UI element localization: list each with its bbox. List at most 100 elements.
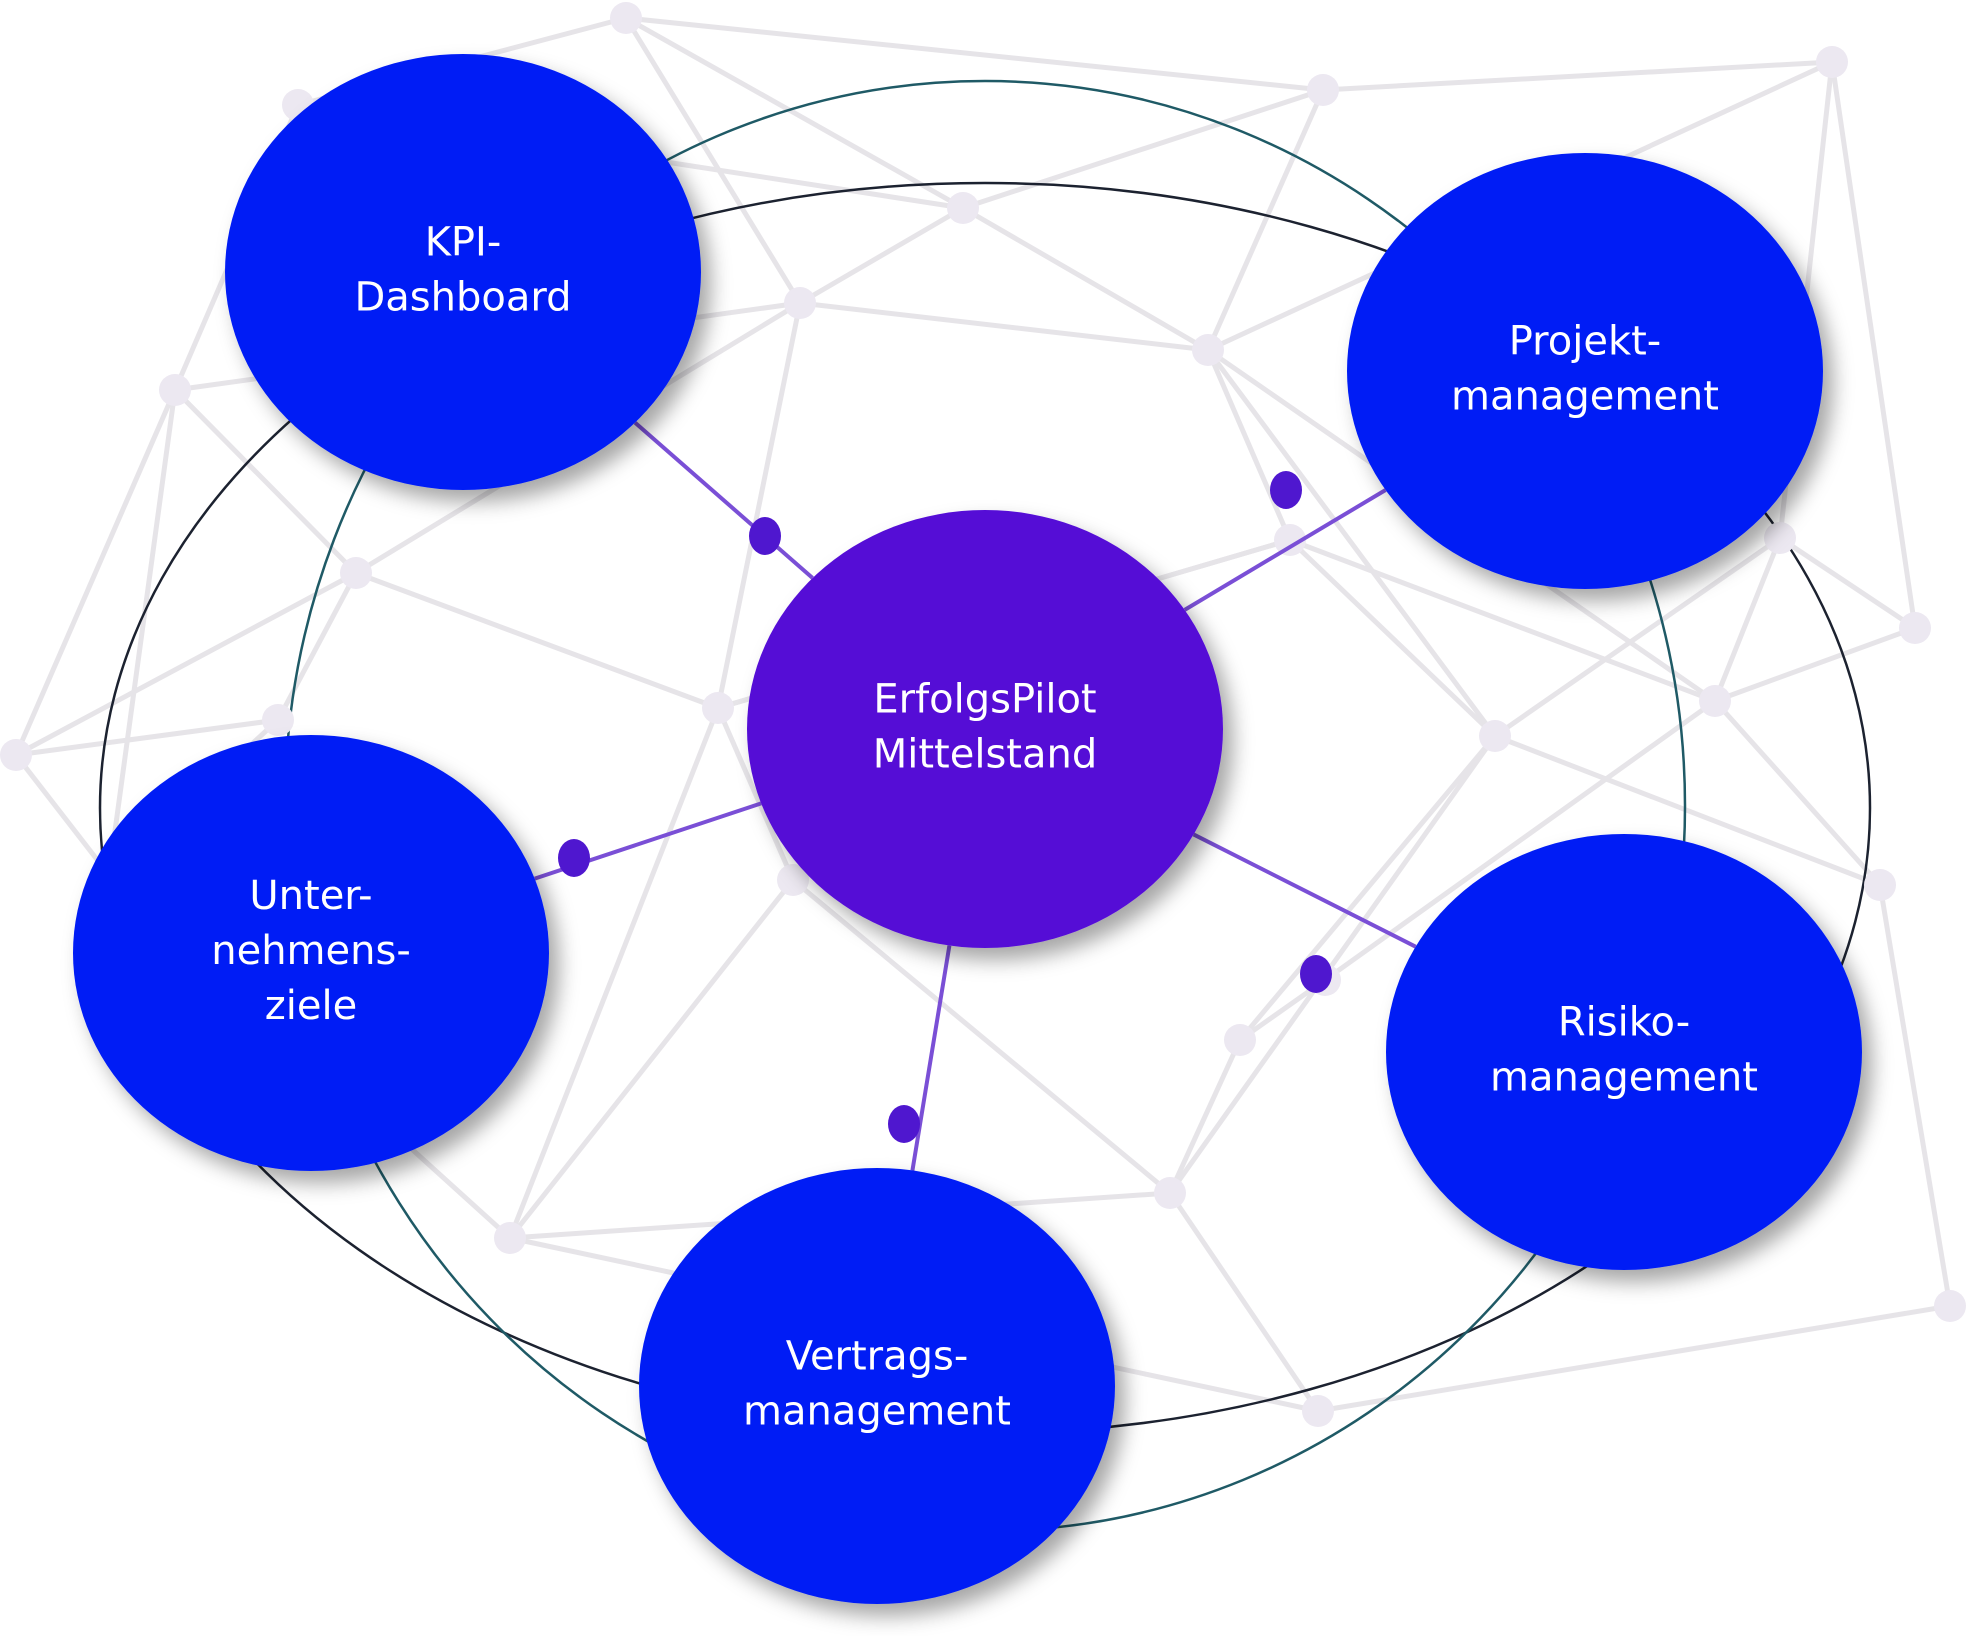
mesh-dot-18 (494, 1222, 526, 1254)
mesh-dot-14 (0, 739, 32, 771)
node-kpi-circle (225, 54, 701, 490)
mesh-line-53 (799, 300, 1209, 353)
mesh-line-24 (275, 571, 359, 722)
node-projekt-label-line-2: management (1451, 374, 1719, 420)
mesh-dot-7 (159, 374, 191, 406)
connector-dot-ziele (558, 839, 590, 877)
mesh-line-14 (715, 302, 803, 709)
node-ziele: Unter-nehmens-ziele (73, 735, 549, 1171)
mesh-line-21 (106, 389, 178, 876)
mesh-line-20 (173, 388, 358, 575)
mesh-line-27 (15, 717, 279, 758)
node-risiko-label-line-1: Risiko- (1558, 1000, 1690, 1046)
node-kpi: KPI- Dashboard (225, 54, 701, 490)
node-center-label-line-1: ErfolgsPilot (873, 677, 1096, 723)
node-vertrag-circle (639, 1168, 1115, 1604)
node-center-circle (747, 510, 1223, 948)
connector-lines (534, 421, 1417, 1171)
mesh-dot-23 (1934, 1290, 1966, 1322)
node-ziele-label-line-2: nehmens- (211, 928, 411, 974)
node-projekt: Projekt-management (1347, 153, 1823, 589)
mesh-dot-21 (1864, 869, 1896, 901)
mesh-line-30 (1288, 538, 1497, 738)
connector-dot-risiko (1300, 955, 1332, 993)
mesh-line-3 (625, 15, 1324, 93)
mesh-line-25 (715, 707, 796, 881)
mesh-line-13 (798, 205, 965, 306)
connector-dots (558, 471, 1332, 1143)
connector-line-risiko (1192, 832, 1417, 949)
node-projekt-circle (1347, 153, 1823, 589)
node-risiko-label-line-2: management (1490, 1055, 1758, 1101)
node-ziele-label-line-1: Unter- (249, 873, 372, 919)
mesh-line-38 (1167, 734, 1498, 1195)
node-ziele-circle (73, 735, 549, 1171)
mesh-dot-1 (1307, 74, 1339, 106)
mesh-line-6 (1205, 88, 1326, 352)
mesh-line-22 (355, 570, 719, 711)
mesh-line-31 (1289, 537, 1716, 704)
mesh-line-36 (1877, 884, 1953, 1307)
connector-line-vertrag (910, 945, 952, 1171)
mesh-line-48 (1493, 535, 1782, 739)
mesh-line-35 (1713, 699, 1882, 887)
mesh-line-32 (1712, 537, 1783, 702)
mesh-line-4 (1322, 59, 1833, 93)
node-center-label-line-2: Mittelstand (873, 732, 1098, 778)
background-mesh-dots (0, 2, 1966, 1427)
node-vertrag: Vertrags-management (639, 1168, 1115, 1604)
mesh-line-12 (961, 205, 1210, 353)
connector-line-kpi (633, 421, 814, 580)
mesh-line-40 (1167, 1191, 1321, 1413)
mesh-dot-10 (1899, 612, 1931, 644)
node-risiko-circle (1386, 834, 1862, 1270)
mesh-line-29 (14, 753, 111, 877)
mesh-dot-4 (947, 192, 979, 224)
mesh-line-19 (13, 389, 178, 756)
mesh-line-42 (1317, 1303, 1951, 1414)
node-kpi-label-line-2: Dashboard (354, 275, 571, 321)
node-ziele-label-line-3: ziele (265, 983, 357, 1029)
connector-dot-vertrag (888, 1105, 920, 1143)
mesh-dot-13 (1479, 720, 1511, 752)
mesh-line-1 (623, 16, 803, 305)
mesh-dot-8 (1764, 522, 1796, 554)
mesh-line-34 (1714, 625, 1916, 704)
node-risiko: Risiko-management (1386, 834, 1862, 1270)
node-vertrag-label-line-2: management (743, 1389, 1011, 1435)
mesh-line-5 (962, 87, 1324, 211)
mesh-line-18 (1205, 348, 1498, 738)
mesh-dot-17 (1274, 524, 1306, 556)
mesh-line-33 (1778, 535, 1917, 631)
mesh-dot-22 (1302, 1395, 1334, 1427)
mesh-line-2 (624, 15, 965, 211)
node-projekt-label-line-1: Projekt- (1509, 319, 1661, 365)
connector-dot-projekt (1270, 471, 1302, 509)
mesh-dot-20 (1154, 1177, 1186, 1209)
mesh-dot-12 (1699, 685, 1731, 717)
mesh-line-23 (14, 570, 358, 758)
mesh-dot-0 (610, 2, 642, 34)
mesh-line-52 (1494, 733, 1881, 888)
mesh-line-37 (1238, 734, 1497, 1042)
connector-dot-kpi (749, 517, 781, 555)
mesh-dot-9 (340, 557, 372, 589)
mesh-dot-6 (1192, 334, 1224, 366)
mesh-line-45 (791, 878, 1172, 1195)
node-kpi-label-line-1: KPI- (425, 220, 502, 266)
mesh-line-9 (1829, 61, 1918, 629)
mesh-line-26 (507, 707, 721, 1239)
mesh-line-44 (508, 878, 795, 1240)
mesh-dot-11 (702, 692, 734, 724)
mesh-dot-5 (784, 287, 816, 319)
mesh-dot-24 (1224, 1024, 1256, 1056)
mesh-dot-19 (777, 864, 809, 896)
mesh-dot-2 (1816, 46, 1848, 78)
mesh-dot-15 (262, 704, 294, 736)
node-vertrag-label-line-1: Vertrags- (786, 1334, 969, 1380)
diagram-nodes: ErfolgsPilotMittelstandKPI-DashboardProj… (73, 54, 1862, 1604)
mesh-line-17 (1205, 349, 1293, 541)
mesh-line-51 (1167, 1038, 1243, 1195)
